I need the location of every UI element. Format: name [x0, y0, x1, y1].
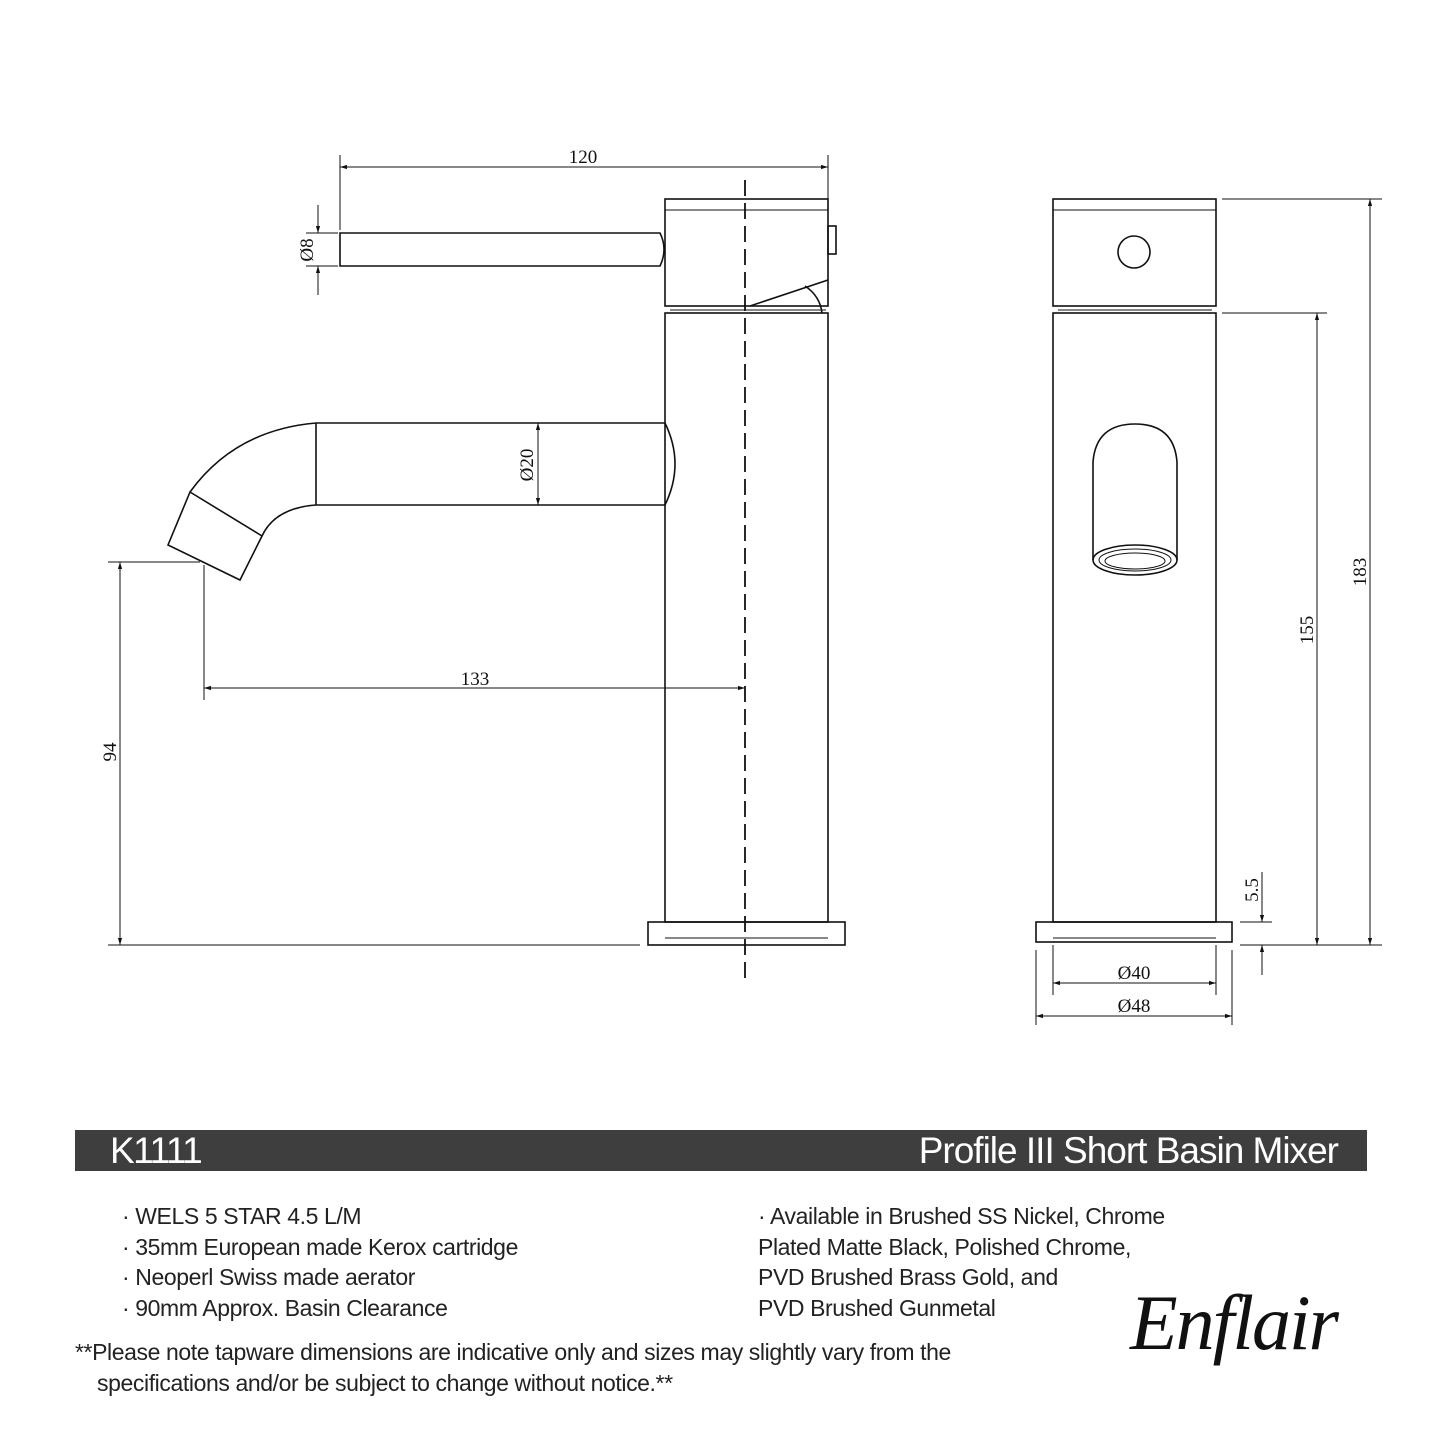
handle-diagonal: [749, 279, 829, 307]
dim-body-height: 155: [1297, 616, 1318, 645]
technical-drawing: 120 Ø8 Ø20 133 94 18: [100, 147, 1382, 1025]
note-line-2: specifications and/or be subject to chan…: [97, 1369, 673, 1396]
disclaimer-note: **Please note tapware dimensions are ind…: [75, 1337, 951, 1398]
note-line-1: **Please note tapware dimensions are ind…: [75, 1339, 951, 1365]
dim-total-height: 183: [1350, 558, 1371, 587]
spec-item: · Neoperl Swiss made aerator: [122, 1264, 416, 1290]
dim-base-thickness: 5.5: [1242, 878, 1263, 902]
base: [647, 921, 846, 946]
dim-spout-reach: 133: [461, 669, 490, 690]
product-code: K1111: [110, 1130, 203, 1171]
spec-item: · WELS 5 STAR 4.5 L/M: [122, 1203, 362, 1229]
dim-spout-diameter: Ø20: [517, 449, 538, 482]
handle-knob: [827, 225, 837, 255]
spec-item: · Available in Brushed SS Nickel, Chrome: [758, 1203, 1165, 1229]
base-front: [1035, 921, 1233, 943]
spec-item: PVD Brushed Gunmetal: [758, 1294, 996, 1321]
dim-base-diameter: Ø48: [1118, 996, 1151, 1017]
product-title: Profile III Short Basin Mixer: [918, 1130, 1339, 1171]
spout-front: [1092, 423, 1178, 560]
dim-spout-height: 94: [100, 742, 121, 762]
spec-list-right: · Available in Brushed SS Nickel, Chrome…: [758, 1201, 1165, 1323]
spout: [316, 422, 676, 506]
body-front: [1052, 312, 1217, 923]
body: [664, 312, 829, 923]
dim-handle-diameter: Ø8: [297, 238, 318, 261]
brand-logo: Enflair: [1130, 1279, 1339, 1366]
product-header-bar: K1111 Profile III Short Basin Mixer: [75, 1130, 1367, 1171]
spec-item: PVD Brushed Brass Gold, and: [758, 1264, 1058, 1290]
dim-body-diameter: Ø40: [1118, 963, 1151, 984]
handle-hole: [1117, 235, 1151, 269]
spec-item: Plated Matte Black, Polished Chrome,: [758, 1233, 1131, 1260]
lever: [339, 232, 665, 267]
dim-handle-length: 120: [569, 147, 598, 168]
front-view: 183 155 5.5 Ø40 Ø48: [1035, 198, 1382, 1025]
spec-item: · 35mm European made Kerox cartridge: [122, 1233, 518, 1260]
spec-list-left: · WELS 5 STAR 4.5 L/M · 35mm European ma…: [122, 1201, 518, 1323]
handle-block: [664, 198, 829, 307]
aerator: [166, 490, 264, 582]
spec-item: · 90mm Approx. Basin Clearance: [122, 1294, 448, 1321]
handle-block-front: [1052, 198, 1217, 307]
side-view: 120 Ø8 Ø20 133 94: [100, 147, 846, 982]
